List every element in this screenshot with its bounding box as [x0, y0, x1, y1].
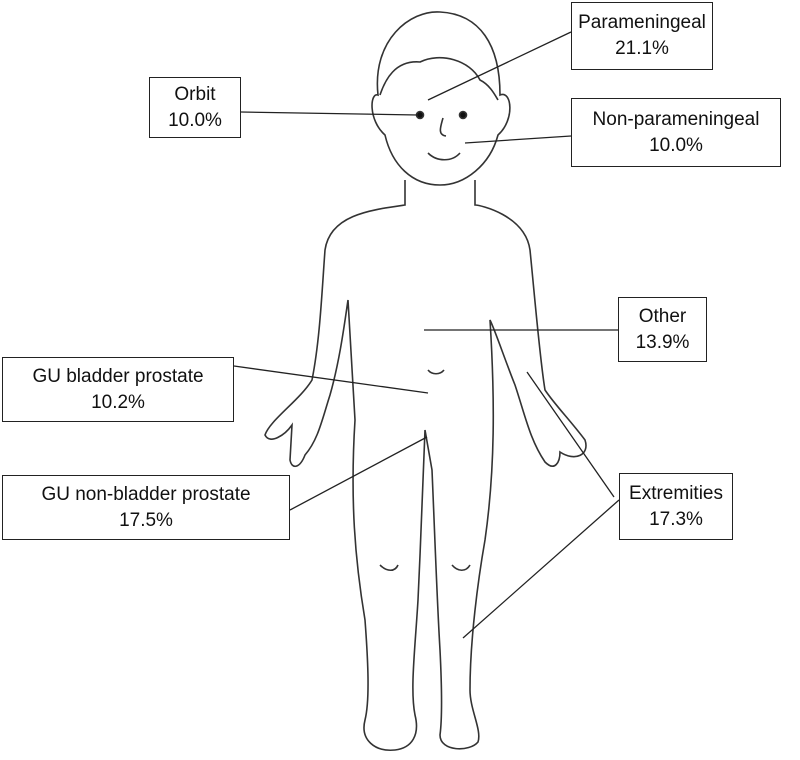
label-name: Non-parameningeal: [592, 108, 760, 130]
label-name: Extremities: [629, 482, 723, 504]
label-other: Other 13.9%: [618, 297, 707, 362]
right-eye: [458, 110, 468, 120]
label-gu-non-bladder-prostate: GU non-bladder prostate 17.5%: [2, 475, 290, 540]
label-name: Parameningeal: [578, 12, 706, 33]
label-percent: 17.5%: [119, 509, 173, 531]
label-percent: 13.9%: [635, 331, 690, 353]
label-orbit: Orbit 10.0%: [149, 77, 241, 138]
label-percent: 10.0%: [649, 134, 703, 156]
navel: [427, 369, 445, 375]
leader-orbit: [240, 111, 419, 116]
leader-extremities-leg: [462, 499, 620, 639]
leader-parameningeal: [427, 31, 572, 101]
mouth: [427, 152, 461, 161]
label-percent: 21.1%: [615, 38, 669, 59]
left-knee: [379, 564, 399, 572]
label-name: Orbit: [174, 83, 216, 105]
leader-gu-non-bladder: [289, 436, 428, 511]
right-knee: [451, 564, 471, 572]
leader-extremities-arm: [526, 371, 615, 498]
label-parameningeal: Parameningeal 21.1%: [571, 2, 713, 70]
label-gu-bladder-prostate: GU bladder prostate 10.2%: [2, 357, 234, 422]
label-percent: 17.3%: [649, 508, 703, 530]
label-percent: 10.2%: [91, 391, 145, 413]
nose: [439, 117, 447, 137]
leader-non-parameningeal: [464, 135, 572, 144]
label-percent: 10.0%: [168, 109, 222, 131]
leader-gu-bladder: [233, 365, 429, 394]
label-name: GU non-bladder prostate: [41, 483, 251, 505]
label-name: GU bladder prostate: [32, 365, 204, 387]
label-name: Other: [638, 305, 687, 327]
torso-outline: [264, 180, 587, 751]
hair: [379, 56, 499, 101]
label-extremities: Extremities 17.3%: [619, 473, 733, 540]
head-outline: [371, 11, 511, 186]
label-non-parameningeal: Non-parameningeal 10.0%: [571, 98, 781, 167]
